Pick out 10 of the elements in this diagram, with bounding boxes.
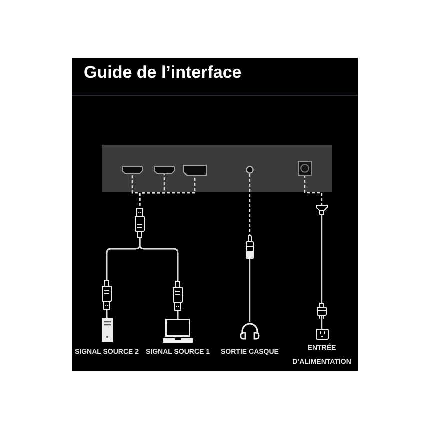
audio-jack [246,166,254,174]
cable-line [304,176,327,329]
diagram-title: Guide de l’interface [84,63,242,83]
hdmi-port [122,166,143,174]
cable-line [249,174,251,322]
hdmi-port [154,166,175,174]
displayport-port [183,165,207,176]
power-port [298,161,312,176]
cable-line [139,176,196,319]
monitor-back-panel [102,145,332,192]
